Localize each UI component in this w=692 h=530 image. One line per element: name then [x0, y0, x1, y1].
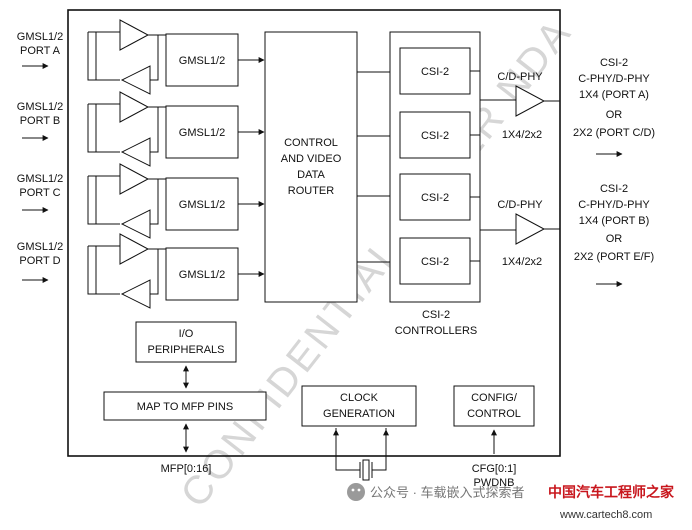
output-bottom-label: CSI-2 C-PHY/D-PHY 1X4 (PORT B) OR 2X2 (P…	[574, 183, 654, 287]
config-label-line1: CONFIG/	[471, 392, 518, 404]
config-control-block	[453, 385, 535, 427]
output-top-line5: 2X2 (PORT C/D)	[573, 127, 655, 139]
output-bottom-line1: CSI-2	[600, 183, 628, 195]
gmsl-block-c	[165, 177, 239, 231]
csi-block-3	[399, 173, 471, 221]
gmsl-channel-d	[87, 233, 166, 309]
input-port-label-line2: PORT A	[20, 45, 61, 57]
phy-bottom-icon	[515, 213, 546, 245]
pwdn-label: PWDNB	[474, 477, 515, 489]
input-port-label-line2: PORT B	[20, 115, 61, 127]
gmsl-block-label: GMSL1/2	[179, 269, 225, 281]
input-port-d: GMSL1/2 PORT D	[17, 241, 63, 283]
gmsl-channel-a	[87, 19, 166, 95]
gmsl-channel-c	[87, 163, 166, 239]
csi-block-label: CSI-2	[421, 256, 449, 268]
chip-outline	[67, 9, 561, 457]
input-port-a: GMSL1/2 PORT A	[17, 31, 63, 69]
input-port-label-line2: PORT D	[19, 255, 60, 267]
router-label-line2: AND VIDEO	[281, 153, 342, 165]
output-top-line3: 1X4 (PORT A)	[579, 89, 649, 101]
tx-buffer-icon	[120, 65, 151, 95]
phy-bottom-label: C/D-PHY	[497, 199, 543, 211]
gmsl-block-a	[165, 33, 239, 87]
brand-label: 中国汽车工程师之家	[548, 484, 675, 501]
map-pins-label: MAP TO MFP PINS	[137, 401, 233, 413]
rx-buffer-icon	[119, 233, 150, 265]
gmsl-block-label: GMSL1/2	[179, 127, 225, 139]
output-top-label: CSI-2 C-PHY/D-PHY 1X4 (PORT A) OR 2X2 (P…	[573, 57, 655, 157]
csi-block-2	[399, 111, 471, 159]
io-label-line1: I/O	[179, 328, 194, 340]
csi-block-1	[399, 47, 471, 95]
output-bottom-line4: OR	[606, 233, 623, 245]
input-port-label-line1: GMSL1/2	[17, 173, 63, 185]
csi-block-4	[399, 237, 471, 285]
csi-to-phy-bottom	[470, 196, 516, 262]
csi-group-label-line1: CSI-2	[422, 309, 450, 321]
gmsl-block-d	[165, 247, 239, 301]
io-label-line2: PERIPHERALS	[147, 344, 224, 356]
io-peripherals-block	[135, 321, 237, 363]
csi-block-label: CSI-2	[421, 192, 449, 204]
config-label-line2: CONTROL	[467, 408, 521, 420]
output-bottom-line2: C-PHY/D-PHY	[578, 199, 650, 211]
phy-top-label: C/D-PHY	[497, 71, 543, 83]
gmsl-channel-b	[87, 91, 166, 167]
csi-to-phy-top	[470, 70, 516, 136]
output-bottom-line5: 2X2 (PORT E/F)	[574, 251, 654, 263]
router-block	[264, 31, 358, 303]
csi-block-label: CSI-2	[421, 66, 449, 78]
csi-block-label: CSI-2	[421, 130, 449, 142]
tx-buffer-icon	[120, 209, 151, 239]
brand-url: www.cartech8.com	[559, 509, 652, 521]
wechat-icon	[347, 483, 365, 501]
tx-buffer-icon	[120, 137, 151, 167]
gmsl-block-label: GMSL1/2	[179, 55, 225, 67]
clock-generation-block	[301, 385, 417, 427]
output-top-line1: CSI-2	[600, 57, 628, 69]
input-port-label-line1: GMSL1/2	[17, 241, 63, 253]
phy-bottom-mode: 1X4/2x2	[502, 256, 542, 268]
input-port-c: GMSL1/2 PORT C	[17, 173, 63, 213]
clock-label-line1: CLOCK	[340, 392, 379, 404]
router-label-line3: DATA	[297, 169, 325, 181]
input-port-label-line2: PORT C	[19, 187, 60, 199]
router-label-line4: ROUTER	[288, 185, 335, 197]
input-port-label-line1: GMSL1/2	[17, 31, 63, 43]
wechat-account-label: 公众号 · 车载嵌入式探索者	[370, 485, 525, 500]
map-pins-block	[103, 391, 267, 421]
csi-group-label-line2: CONTROLLERS	[395, 325, 478, 337]
crystal-icon	[335, 428, 387, 481]
phy-top-mode: 1X4/2x2	[502, 129, 542, 141]
footer-overlay: 公众号 · 车载嵌入式探索者 中国汽车工程师之家 www.cartech8.co…	[347, 483, 675, 521]
gmsl-block-label: GMSL1/2	[179, 199, 225, 211]
input-port-b: GMSL1/2 PORT B	[17, 101, 63, 141]
output-top-line4: OR	[606, 109, 623, 121]
phy-top-icon	[515, 85, 546, 117]
input-port-label-line1: GMSL1/2	[17, 101, 63, 113]
rx-buffer-icon	[119, 91, 150, 123]
rx-buffer-icon	[119, 19, 150, 51]
output-top-line2: C-PHY/D-PHY	[578, 73, 650, 85]
mfp-label: MFP[0:16]	[161, 463, 212, 475]
tx-buffer-icon	[120, 279, 151, 309]
router-label-line1: CONTROL	[284, 137, 338, 149]
clock-label-line2: GENERATION	[323, 408, 395, 420]
cfg-label: CFG[0:1]	[472, 463, 517, 475]
output-bottom-line3: 1X4 (PORT B)	[579, 215, 650, 227]
rx-buffer-icon	[119, 163, 150, 195]
